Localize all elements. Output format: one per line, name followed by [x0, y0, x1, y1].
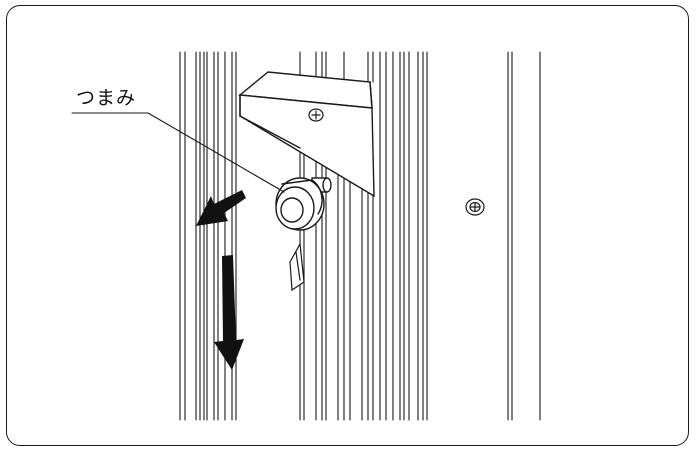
pull-out-arrow-icon: [196, 190, 246, 226]
illustration-frame: [6, 5, 689, 446]
callout-leader: [71, 112, 285, 193]
rail-screw-icon: [465, 198, 485, 216]
knob-icon: [275, 177, 332, 231]
left-rail-lines: [179, 51, 237, 421]
bracket-screw-icon: [308, 108, 324, 122]
knob-callout-label: つまみ: [76, 87, 137, 109]
latch-plate: [289, 242, 305, 292]
bracket-arm: [238, 71, 375, 198]
right-rail-lines: [379, 51, 541, 421]
slide-down-arrow-icon: [214, 255, 244, 370]
